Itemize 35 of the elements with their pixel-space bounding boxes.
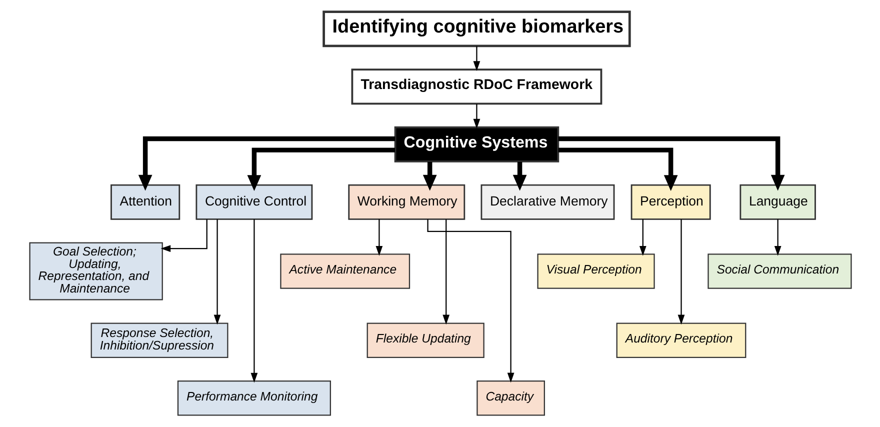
node-box: Transdiagnostic RDoC Framework [350,68,602,105]
arrow [558,136,784,191]
node-box: Attention [110,184,180,220]
node-box: Identifying cognitive biomarkers [322,10,630,48]
node-box: Declarative Memory [480,184,614,220]
node-box: Cognitive Systems [394,126,559,162]
arrow [138,136,395,191]
arrow [472,46,480,72]
arrow [442,219,450,325]
arrow [250,219,258,383]
arrow [160,219,207,252]
arrow [375,219,382,256]
node-box: Flexible Updating [366,322,484,358]
arrow [472,104,480,129]
arrow [774,219,781,256]
arrow [677,219,684,325]
node-box: Cognitive Control [195,184,312,220]
arrow [426,219,514,383]
arrow [512,162,526,191]
node-box: Social Communication [707,254,852,289]
node-box: Capacity [476,380,544,416]
node-box: Visual Perception [536,254,654,289]
node-box: Perception [630,184,710,220]
node-box: Auditory Perception [616,322,746,358]
arrow [638,219,646,256]
arrow [558,148,678,191]
node-box: Active Maintenance [280,254,410,289]
node-box: Working Memory [348,184,465,220]
arrow [422,162,436,191]
node-box: Goal Selection; Updating, Representation, and Maintenance [28,242,162,300]
node-box: Language [739,184,816,220]
node-box: Performance Monitoring [176,380,330,416]
arrow [213,219,220,325]
arrow [246,148,395,191]
node-box: Response Selection, Inhibition/Supression [90,322,228,358]
